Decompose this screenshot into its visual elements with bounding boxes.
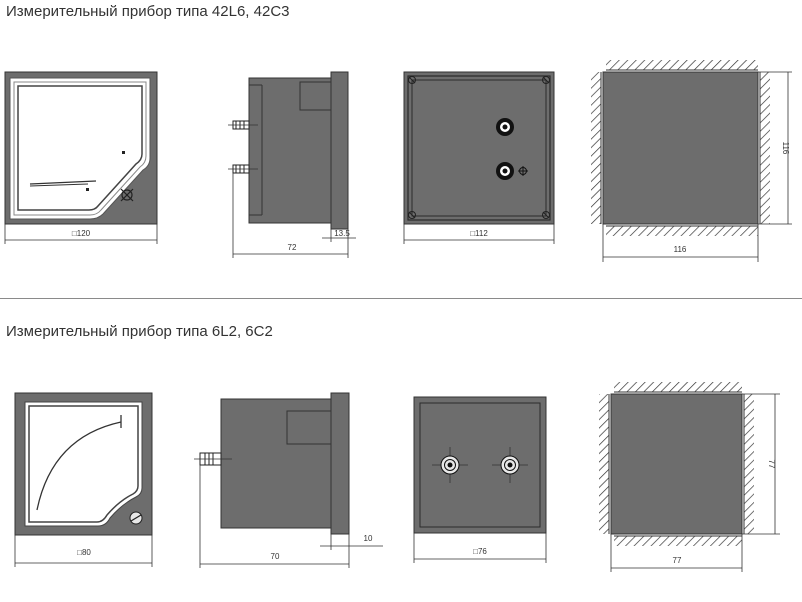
section-divider xyxy=(0,298,802,299)
front-view-42l6 xyxy=(4,71,158,225)
panel-cutout-6l2: 77 77 xyxy=(599,382,780,572)
back-dimension-6l2: □76 xyxy=(413,533,547,563)
cutout-width-label-42l6: 116 xyxy=(674,245,687,254)
cutout-height-label-6l2: 77 xyxy=(767,460,776,469)
front-dimension-6l2: □80 xyxy=(14,535,153,567)
flange-dim-label-42l6: 13.5 xyxy=(334,229,350,238)
panel-cutout-42l6: 116 116 xyxy=(591,60,792,262)
front-dim-label-42l6: □120 xyxy=(72,229,91,238)
side-view-6l2 xyxy=(194,392,350,535)
back-dim-label-6l2: □76 xyxy=(473,547,487,556)
front-dimension-42l6: □120 xyxy=(4,224,158,244)
zero-adjust-screw-icon xyxy=(120,188,134,202)
front-dim-label-6l2: □80 xyxy=(77,548,91,557)
terminal xyxy=(194,452,232,466)
section-title-6l2: Измерительный прибор типа 6L2, 6C2 xyxy=(6,323,273,340)
terminal-bottom xyxy=(228,164,258,174)
side-dimensions-42l6: 72 13.5 xyxy=(232,173,356,258)
plus-polarity-icon xyxy=(518,166,528,176)
back-dimension-42l6: □112 xyxy=(403,224,555,244)
terminal-icon xyxy=(492,447,528,483)
front-view-6l2 xyxy=(14,392,153,536)
side-view-42l6 xyxy=(228,71,349,230)
back-view-6l2 xyxy=(413,396,547,534)
terminal-top xyxy=(228,120,258,130)
back-dim-label-42l6: □112 xyxy=(470,229,488,238)
corner-screw-icon xyxy=(408,76,550,219)
flange-dim-label-6l2: 10 xyxy=(364,534,373,543)
terminal-icon xyxy=(496,118,514,136)
depth-dim-label-42l6: 72 xyxy=(288,243,297,252)
terminal-icon xyxy=(496,162,514,180)
zero-adjust-screw-icon xyxy=(129,511,143,525)
cutout-height-label-42l6: 116 xyxy=(781,142,790,155)
depth-dim-label-6l2: 70 xyxy=(271,552,280,561)
cutout-width-label-6l2: 77 xyxy=(673,556,682,565)
terminal-icon xyxy=(432,447,468,483)
back-view-42l6 xyxy=(403,71,555,225)
side-dimensions-6l2: 70 10 xyxy=(199,465,383,568)
section-title-42l6: Измерительный прибор типа 42L6, 42C3 xyxy=(6,3,290,20)
